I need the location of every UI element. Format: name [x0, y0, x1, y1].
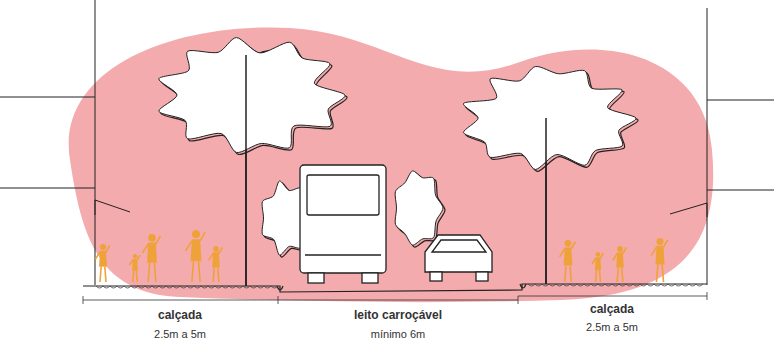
buildings	[0, 0, 774, 285]
dimension-text: 2.5m a 5m	[586, 321, 638, 334]
ground	[83, 284, 707, 292]
trees	[159, 38, 638, 286]
pedestrians	[95, 230, 667, 282]
pink-blob	[69, 27, 714, 302]
section-label: calçada	[590, 302, 634, 316]
section-label: calçada	[158, 308, 202, 322]
paving-texture	[96, 284, 703, 288]
car	[425, 235, 492, 281]
bus	[300, 165, 386, 283]
section-label: leito carroçável	[354, 308, 442, 322]
dimension-text: mínimo 6m	[371, 328, 425, 341]
dimension-text: 2.5m a 5m	[154, 328, 206, 341]
